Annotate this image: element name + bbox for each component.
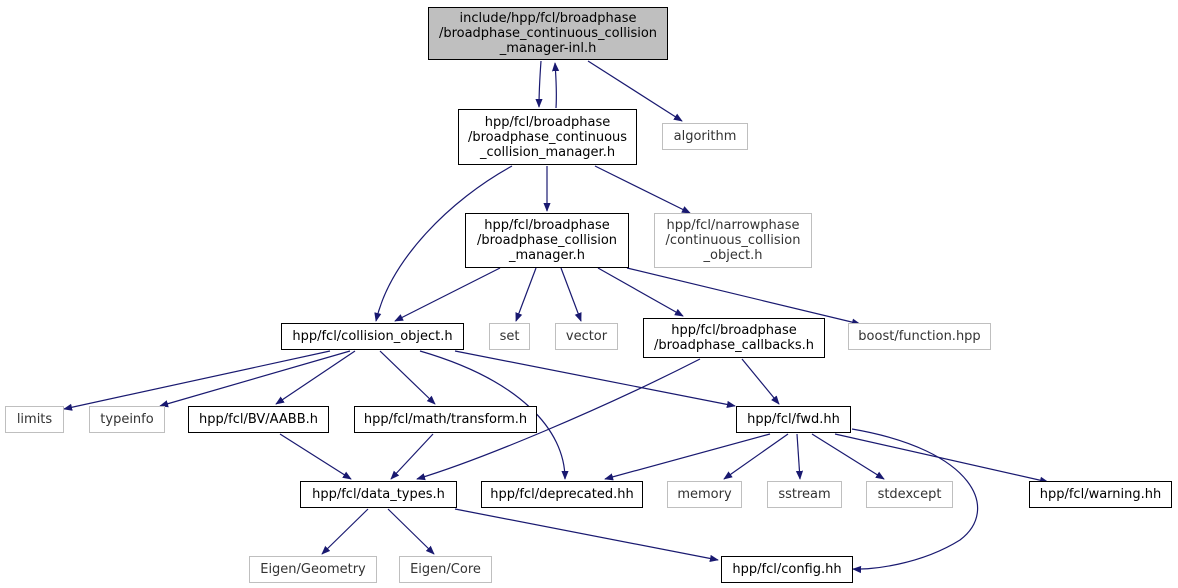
node-line: hpp/fcl/broadphase [484, 218, 610, 233]
edge-ccm-to-co [374, 165, 513, 322]
edge-co-to-aabb [275, 350, 356, 405]
node-line: _collision_manager.h [479, 144, 616, 160]
node-line: _manager.h [508, 248, 586, 263]
edge-co-to-transform [379, 350, 436, 405]
node-line: /broadphase_callbacks.h [654, 338, 814, 353]
node-eigen-geometry: Eigen/Geometry [249, 556, 377, 583]
node-stdexcept: stdexcept [866, 481, 953, 508]
node-broadphase-collision-manager[interactable]: hpp/fcl/broadphase /broadphase_collision… [465, 213, 629, 268]
node-line: hpp/fcl/narrowphase [666, 218, 800, 233]
node-line: memory [677, 487, 732, 502]
node-line: vector [565, 329, 608, 344]
node-line: hpp/fcl/math/transform.h [363, 412, 528, 427]
node-line: boost/function.hpp [858, 329, 981, 344]
edge-bcm-to-set [515, 267, 537, 322]
node-config[interactable]: hpp/fcl/config.hh [721, 556, 853, 583]
node-line: typeinfo [100, 412, 154, 427]
edge-fwd-to-config [851, 428, 979, 574]
node-line: set [499, 329, 520, 344]
node-data-types[interactable]: hpp/fcl/data_types.h [300, 481, 457, 508]
edge-co-to-limits [63, 350, 331, 411]
node-continuous-collision-object: hpp/fcl/narrowphase /continuous_collisio… [654, 213, 812, 268]
node-line: hpp/fcl/warning.hh [1039, 487, 1162, 502]
node-line: sstream [778, 487, 831, 502]
node-typeinfo: typeinfo [89, 406, 165, 433]
edge-fwd-to-memory [723, 433, 789, 480]
node-collision-object[interactable]: hpp/fcl/collision_object.h [281, 323, 464, 350]
node-line: _manager-inl.h [499, 41, 597, 56]
edge-dt-to-core [387, 508, 435, 555]
edge-ccm-to-nco [594, 165, 691, 214]
node-line: /broadphase_continuous_collision [438, 26, 658, 41]
node-line: hpp/fcl/deprecated.hh [490, 487, 634, 502]
edge-bcm-to-bf [626, 267, 861, 326]
node-line: Eigen/Core [410, 562, 481, 577]
node-line: stdexcept [877, 487, 942, 502]
node-line: limits [16, 412, 53, 427]
node-line: hpp/fcl/data_types.h [312, 487, 445, 502]
node-line: _object.h [703, 248, 763, 263]
node-fwd[interactable]: hpp/fcl/fwd.hh [736, 406, 851, 433]
node-line: Eigen/Geometry [260, 562, 366, 577]
node-line: hpp/fcl/broadphase [484, 114, 611, 130]
node-line: hpp/fcl/fwd.hh [747, 412, 840, 427]
node-line: /broadphase_collision [476, 233, 618, 248]
node-aabb[interactable]: hpp/fcl/BV/AABB.h [188, 406, 329, 433]
edge-transform-to-dt [390, 433, 434, 480]
edge-co-to-fwd [454, 350, 736, 408]
edge-dt-to-geom [321, 508, 369, 555]
node-memory: memory [667, 481, 742, 508]
node-deprecated[interactable]: hpp/fcl/deprecated.hh [481, 481, 643, 508]
edge-aabb-to-dt [279, 433, 352, 480]
node-transform[interactable]: hpp/fcl/math/transform.h [354, 406, 537, 433]
edge-dt-to-config [454, 508, 719, 562]
edge-fwd-to-dep [604, 433, 771, 481]
node-line: include/hpp/fcl/broadphase [459, 11, 637, 26]
edge-fwd-to-warning [834, 433, 1049, 484]
edge-bc-to-dt [416, 358, 701, 481]
edge-bcm-to-co [394, 267, 501, 322]
node-broadphase-callbacks[interactable]: hpp/fcl/broadphase /broadphase_callbacks… [643, 318, 825, 358]
node-broadphase-continuous-collision-manager[interactable]: hpp/fcl/broadphase /broadphase_continuou… [458, 109, 637, 165]
node-vector: vector [555, 323, 618, 350]
node-warning[interactable]: hpp/fcl/warning.hh [1029, 481, 1172, 508]
node-line: /broadphase_continuous [467, 129, 628, 145]
edge-fwd-to-sstream [795, 433, 804, 480]
node-algorithm: algorithm [662, 123, 748, 150]
edge-bc-to-fwd [741, 358, 780, 405]
node-eigen-core: Eigen/Core [399, 556, 492, 583]
edge-ccm-to-inl [551, 62, 560, 109]
edge-inl-to-ccm [535, 60, 543, 108]
edge-bcm-to-bc [597, 267, 684, 317]
node-boost-function: boost/function.hpp [848, 323, 991, 350]
edge-bcm-to-vector [560, 267, 582, 322]
edge-fwd-to-stdexcept [811, 433, 885, 480]
node-set: set [489, 323, 530, 350]
edge-inl-to-algorithm [587, 60, 683, 122]
node-line: hpp/fcl/config.hh [732, 562, 842, 577]
node-line: hpp/fcl/broadphase [671, 323, 797, 338]
node-line: hpp/fcl/collision_object.h [292, 329, 453, 344]
node-line: hpp/fcl/BV/AABB.h [199, 412, 318, 427]
node-sstream: sstream [767, 481, 842, 508]
node-limits: limits [5, 406, 64, 433]
node-line: /continuous_collision [665, 233, 801, 248]
node-line: algorithm [673, 129, 737, 144]
node-broadphase-continuous-collision-manager-inl: include/hpp/fcl/broadphase /broadphase_c… [428, 7, 668, 60]
edge-co-to-typeinfo [159, 350, 351, 408]
